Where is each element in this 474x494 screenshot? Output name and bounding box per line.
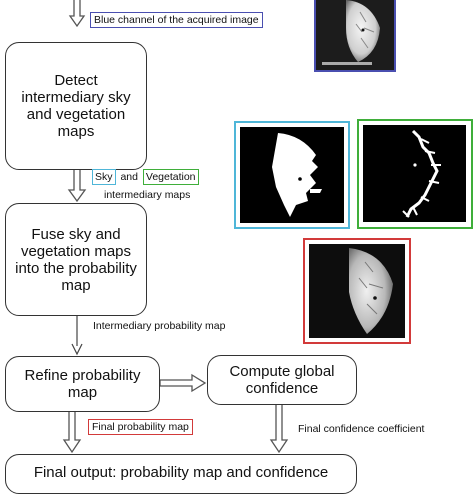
sky-vegetation-label: Sky and Vegetation [92, 169, 199, 185]
intermediary-probability-label: Intermediary probability map [93, 320, 226, 332]
refine-box: Refine probability map [5, 356, 160, 412]
sky-label: Sky [92, 169, 116, 185]
flow-arrows [62, 0, 289, 454]
vegetation-map-image [357, 119, 473, 229]
intermediary-maps-label: intermediary maps [104, 189, 191, 201]
vegetation-label: Vegetation [142, 169, 199, 185]
compute-box: Compute global confidence [207, 355, 357, 405]
final-output-text: Final output: probability map and confid… [33, 464, 329, 481]
compute-text: Compute global confidence [229, 363, 335, 397]
fuse-box: Fuse sky and vegetation maps into the pr… [5, 203, 147, 316]
arrow-refine-to-compute [159, 373, 207, 393]
arrow-detect-to-fuse [67, 168, 87, 203]
detect-box: Detect intermediary sky and vegetation m… [5, 42, 147, 170]
arrow-compute-to-final [269, 405, 289, 454]
and-label: and [120, 171, 138, 183]
fuse-text: Fuse sky and vegetation maps into the pr… [15, 225, 137, 294]
final-probability-label: Final probability map [88, 419, 193, 435]
arrow-top [68, 0, 86, 28]
probability-map-image [303, 238, 411, 344]
final-output-box: Final output: probability map and confid… [5, 454, 357, 494]
refine-text: Refine probability map [24, 367, 141, 401]
arrow-refine-to-final [62, 412, 82, 454]
blue-channel-image [314, 0, 396, 72]
sky-map-image [234, 121, 350, 229]
final-confidence-label: Final confidence coefficient [298, 423, 425, 435]
detect-text: Detect intermediary sky and vegetation m… [21, 72, 131, 140]
blue-channel-label: Blue channel of the acquired image [90, 12, 263, 28]
